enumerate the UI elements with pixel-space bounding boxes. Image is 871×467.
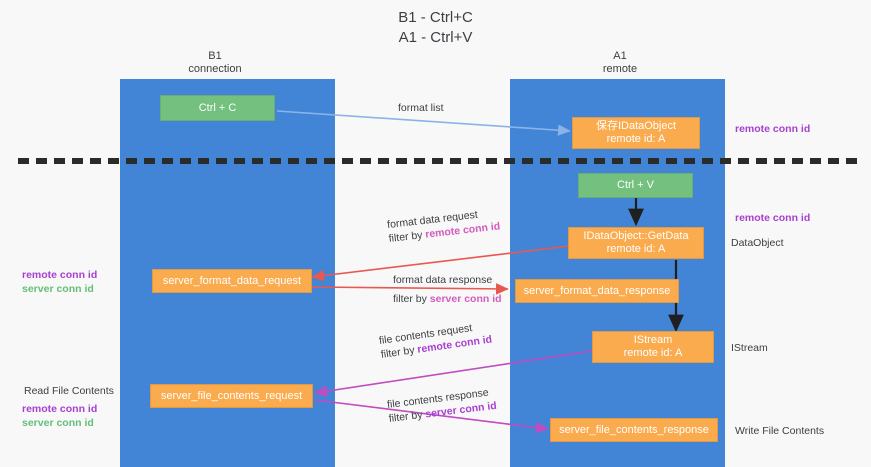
box-server-file-contents-request-label: server_file_contents_request: [160, 389, 303, 402]
caption-format-data-response: format data response filter by server co…: [393, 273, 502, 306]
label-write-file-contents: Write File Contents: [735, 424, 824, 438]
caption-filter-prefix-2: filter by: [393, 293, 430, 305]
caption-format-data-response-filter: filter by server conn id: [393, 292, 502, 306]
page-title: B1 - Ctrl+C A1 - Ctrl+V: [0, 8, 871, 48]
caption-filter-key-server-conn-id: server conn id: [429, 293, 502, 305]
caption-format-list: format list: [398, 101, 444, 115]
title-line-2: A1 - Ctrl+V: [398, 29, 473, 46]
legend-conn-ids-lower: remote conn id server conn id: [22, 402, 97, 430]
caption-file-contents-request: file contents request filter by remote c…: [378, 319, 493, 362]
box-server-format-data-response-label: server_format_data_response: [523, 284, 671, 297]
label-dataobject-text: DataObject: [731, 237, 784, 249]
box-server-file-contents-response-label: server_file_contents_response: [559, 423, 709, 436]
label-remote-conn-id-mid-text: remote conn id: [735, 212, 811, 224]
label-read-file-contents: Read File Contents: [24, 384, 114, 398]
box-save-idataobject-line2: remote id: A: [606, 133, 666, 145]
legend-conn-ids-upper: remote conn id server conn id: [22, 268, 97, 296]
caption-filter-prefix-3: filter by: [380, 343, 419, 361]
caption-format-data-response-line1: format data response: [393, 274, 493, 286]
box-getdata-line1: IDataObject::GetData: [583, 230, 689, 242]
caption-format-data-request: format data request filter by remote con…: [386, 205, 501, 246]
caption-filter-prefix: filter by: [388, 228, 427, 245]
column-header-a1-name: A1: [613, 50, 627, 62]
label-remote-conn-id-top: remote conn id: [735, 122, 810, 136]
column-header-b1-name: B1: [208, 50, 222, 62]
box-getdata-line2: remote id: A: [606, 243, 666, 255]
column-header-a1-role: remote: [602, 63, 638, 75]
caption-filter-prefix-4: filter by: [388, 408, 427, 425]
box-istream-line1: IStream: [633, 334, 673, 346]
label-write-file-contents-text: Write File Contents: [735, 425, 825, 437]
box-save-idataobject[interactable]: 保存IDataObject remote id: A: [572, 117, 700, 149]
legend-server-conn-id-lower: server conn id: [22, 417, 94, 429]
label-read-file-contents-text: Read File Contents: [24, 385, 114, 397]
label-istream-text: IStream: [731, 342, 768, 354]
label-remote-conn-id-mid: remote conn id: [735, 211, 810, 225]
box-server-file-contents-response[interactable]: server_file_contents_response: [550, 418, 718, 442]
box-ctrl-c[interactable]: Ctrl + C: [160, 95, 275, 121]
box-ctrl-c-label: Ctrl + C: [198, 101, 237, 114]
legend-server-conn-id-upper: server conn id: [22, 283, 94, 295]
column-header-b1: B1 connection: [150, 50, 280, 76]
title-line-1: B1 - Ctrl+C: [398, 9, 473, 26]
column-header-b1-role: connection: [188, 63, 242, 75]
label-remote-conn-id-top-text: remote conn id: [735, 123, 811, 135]
legend-remote-conn-id-lower: remote conn id: [22, 403, 98, 415]
box-ctrl-v[interactable]: Ctrl + V: [578, 173, 693, 198]
box-server-format-data-request[interactable]: server_format_data_request: [152, 269, 312, 293]
legend-remote-conn-id-upper: remote conn id: [22, 269, 98, 281]
box-server-format-data-response[interactable]: server_format_data_response: [515, 279, 679, 303]
box-server-file-contents-request[interactable]: server_file_contents_request: [150, 384, 313, 408]
label-dataobject: DataObject: [731, 236, 784, 250]
box-istream[interactable]: IStream remote id: A: [592, 331, 714, 363]
box-server-format-data-request-label: server_format_data_request: [162, 274, 302, 287]
box-istream-line2: remote id: A: [623, 347, 683, 359]
caption-format-list-text: format list: [398, 102, 444, 114]
label-istream: IStream: [731, 341, 768, 355]
box-ctrl-v-label: Ctrl + V: [617, 179, 654, 191]
column-header-a1: A1 remote: [555, 50, 685, 76]
caption-file-contents-response: file contents response filter by server …: [386, 385, 497, 426]
box-save-idataobject-line1: 保存IDataObject: [595, 120, 677, 132]
box-idataobject-getdata[interactable]: IDataObject::GetData remote id: A: [568, 227, 704, 259]
